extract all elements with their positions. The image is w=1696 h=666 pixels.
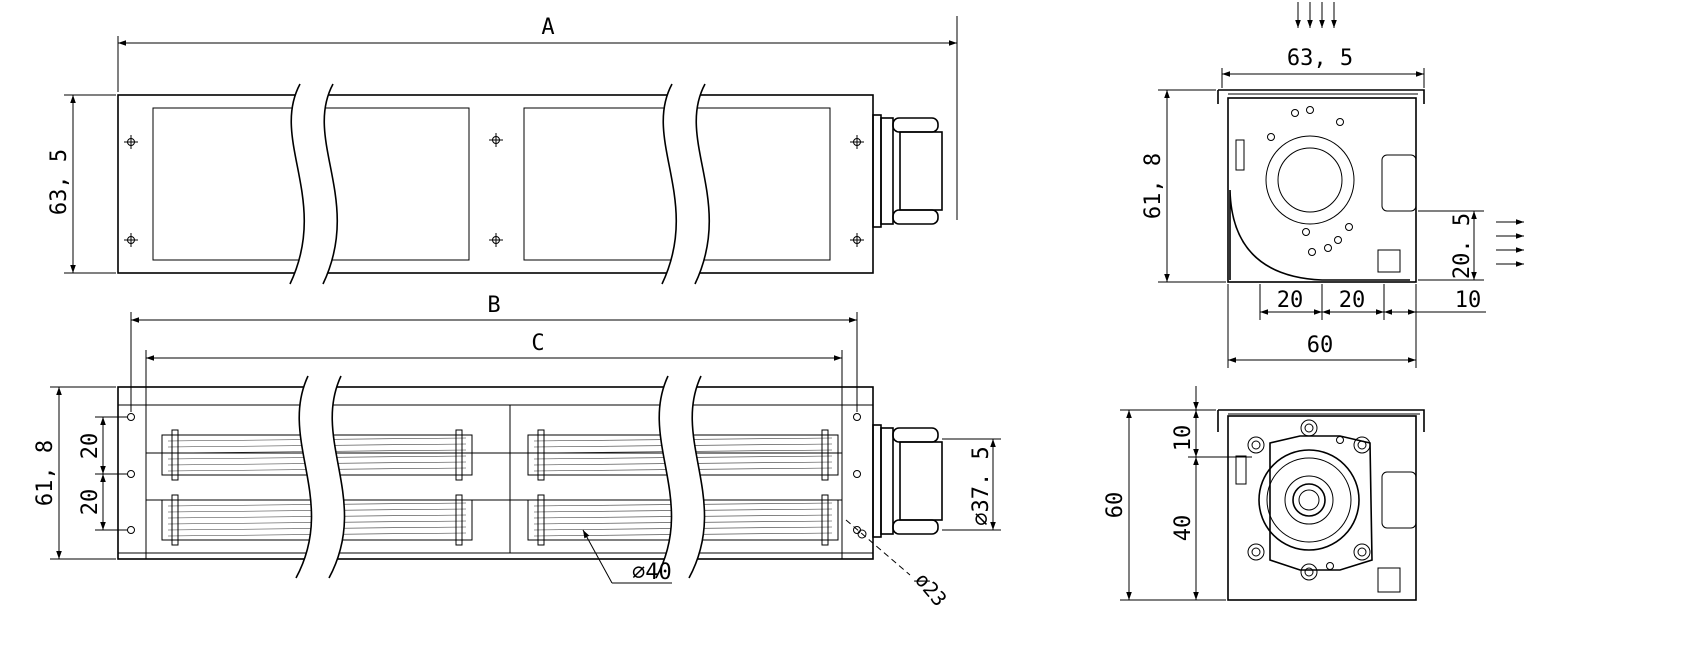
side-view: 63, 5 61, 8 20. 5 20 20 10 bbox=[1141, 2, 1524, 368]
dim-top-offset-label: 10 bbox=[1171, 425, 1196, 452]
fan-opening bbox=[1265, 135, 1355, 225]
screw-mark bbox=[488, 232, 504, 248]
dim-hub-dia-label: ø23 bbox=[910, 568, 952, 611]
side-housing bbox=[1217, 89, 1425, 104]
dim-c-label: C bbox=[531, 331, 544, 356]
screw-mark bbox=[849, 134, 865, 150]
dim-offset-label: 10 bbox=[1455, 288, 1482, 313]
top-view: A 63, 5 bbox=[47, 15, 958, 285]
dim-front-height-label: 61, 8 bbox=[33, 440, 58, 506]
dim-b-label: B bbox=[487, 293, 500, 318]
end-view: 60 10 40 bbox=[1103, 386, 1425, 601]
dim-outlet-label: 20. 5 bbox=[1450, 213, 1475, 279]
dim-spacing-left-label: 20 bbox=[1277, 288, 1304, 313]
motor-housing bbox=[872, 114, 943, 228]
dim-end-height-label: 60 bbox=[1103, 492, 1128, 519]
airflow-in-arrows bbox=[1295, 2, 1337, 28]
screw-mark bbox=[488, 132, 504, 148]
front-view-body bbox=[117, 386, 874, 560]
screw-mark bbox=[849, 232, 865, 248]
dim-motor-dia-label: ∅37. 5 bbox=[969, 446, 994, 525]
mount-holes bbox=[1267, 106, 1353, 256]
dim-side-width-label: 63, 5 bbox=[1287, 46, 1353, 71]
airflow-out-arrows bbox=[1496, 219, 1524, 267]
dim-spacing-lower-label: 20 bbox=[78, 489, 103, 516]
dim-spacing-upper-label: 20 bbox=[78, 433, 103, 460]
motor-body bbox=[1258, 449, 1360, 551]
break-gap bbox=[662, 84, 710, 284]
front-motor bbox=[872, 424, 943, 538]
screw-mark bbox=[123, 232, 139, 248]
dim-spacing-right-label: 20 bbox=[1339, 288, 1366, 313]
break-gap bbox=[290, 84, 338, 284]
screw-mark bbox=[123, 134, 139, 150]
front-view: B C 61, 8 20 20 ∅40 ø23 ∅37. 5 bbox=[33, 293, 1001, 611]
dim-base-width-label: 60 bbox=[1307, 333, 1334, 358]
shaft-band bbox=[145, 452, 843, 501]
dim-side-height-label: 61, 8 bbox=[1141, 153, 1166, 219]
dim-center-label: 40 bbox=[1171, 515, 1196, 542]
dim-impeller-dia-label: ∅40 bbox=[632, 560, 672, 585]
dim-a-label: A bbox=[541, 15, 554, 40]
motor-flange bbox=[1269, 435, 1373, 571]
dim-height-label: 63, 5 bbox=[47, 149, 72, 215]
